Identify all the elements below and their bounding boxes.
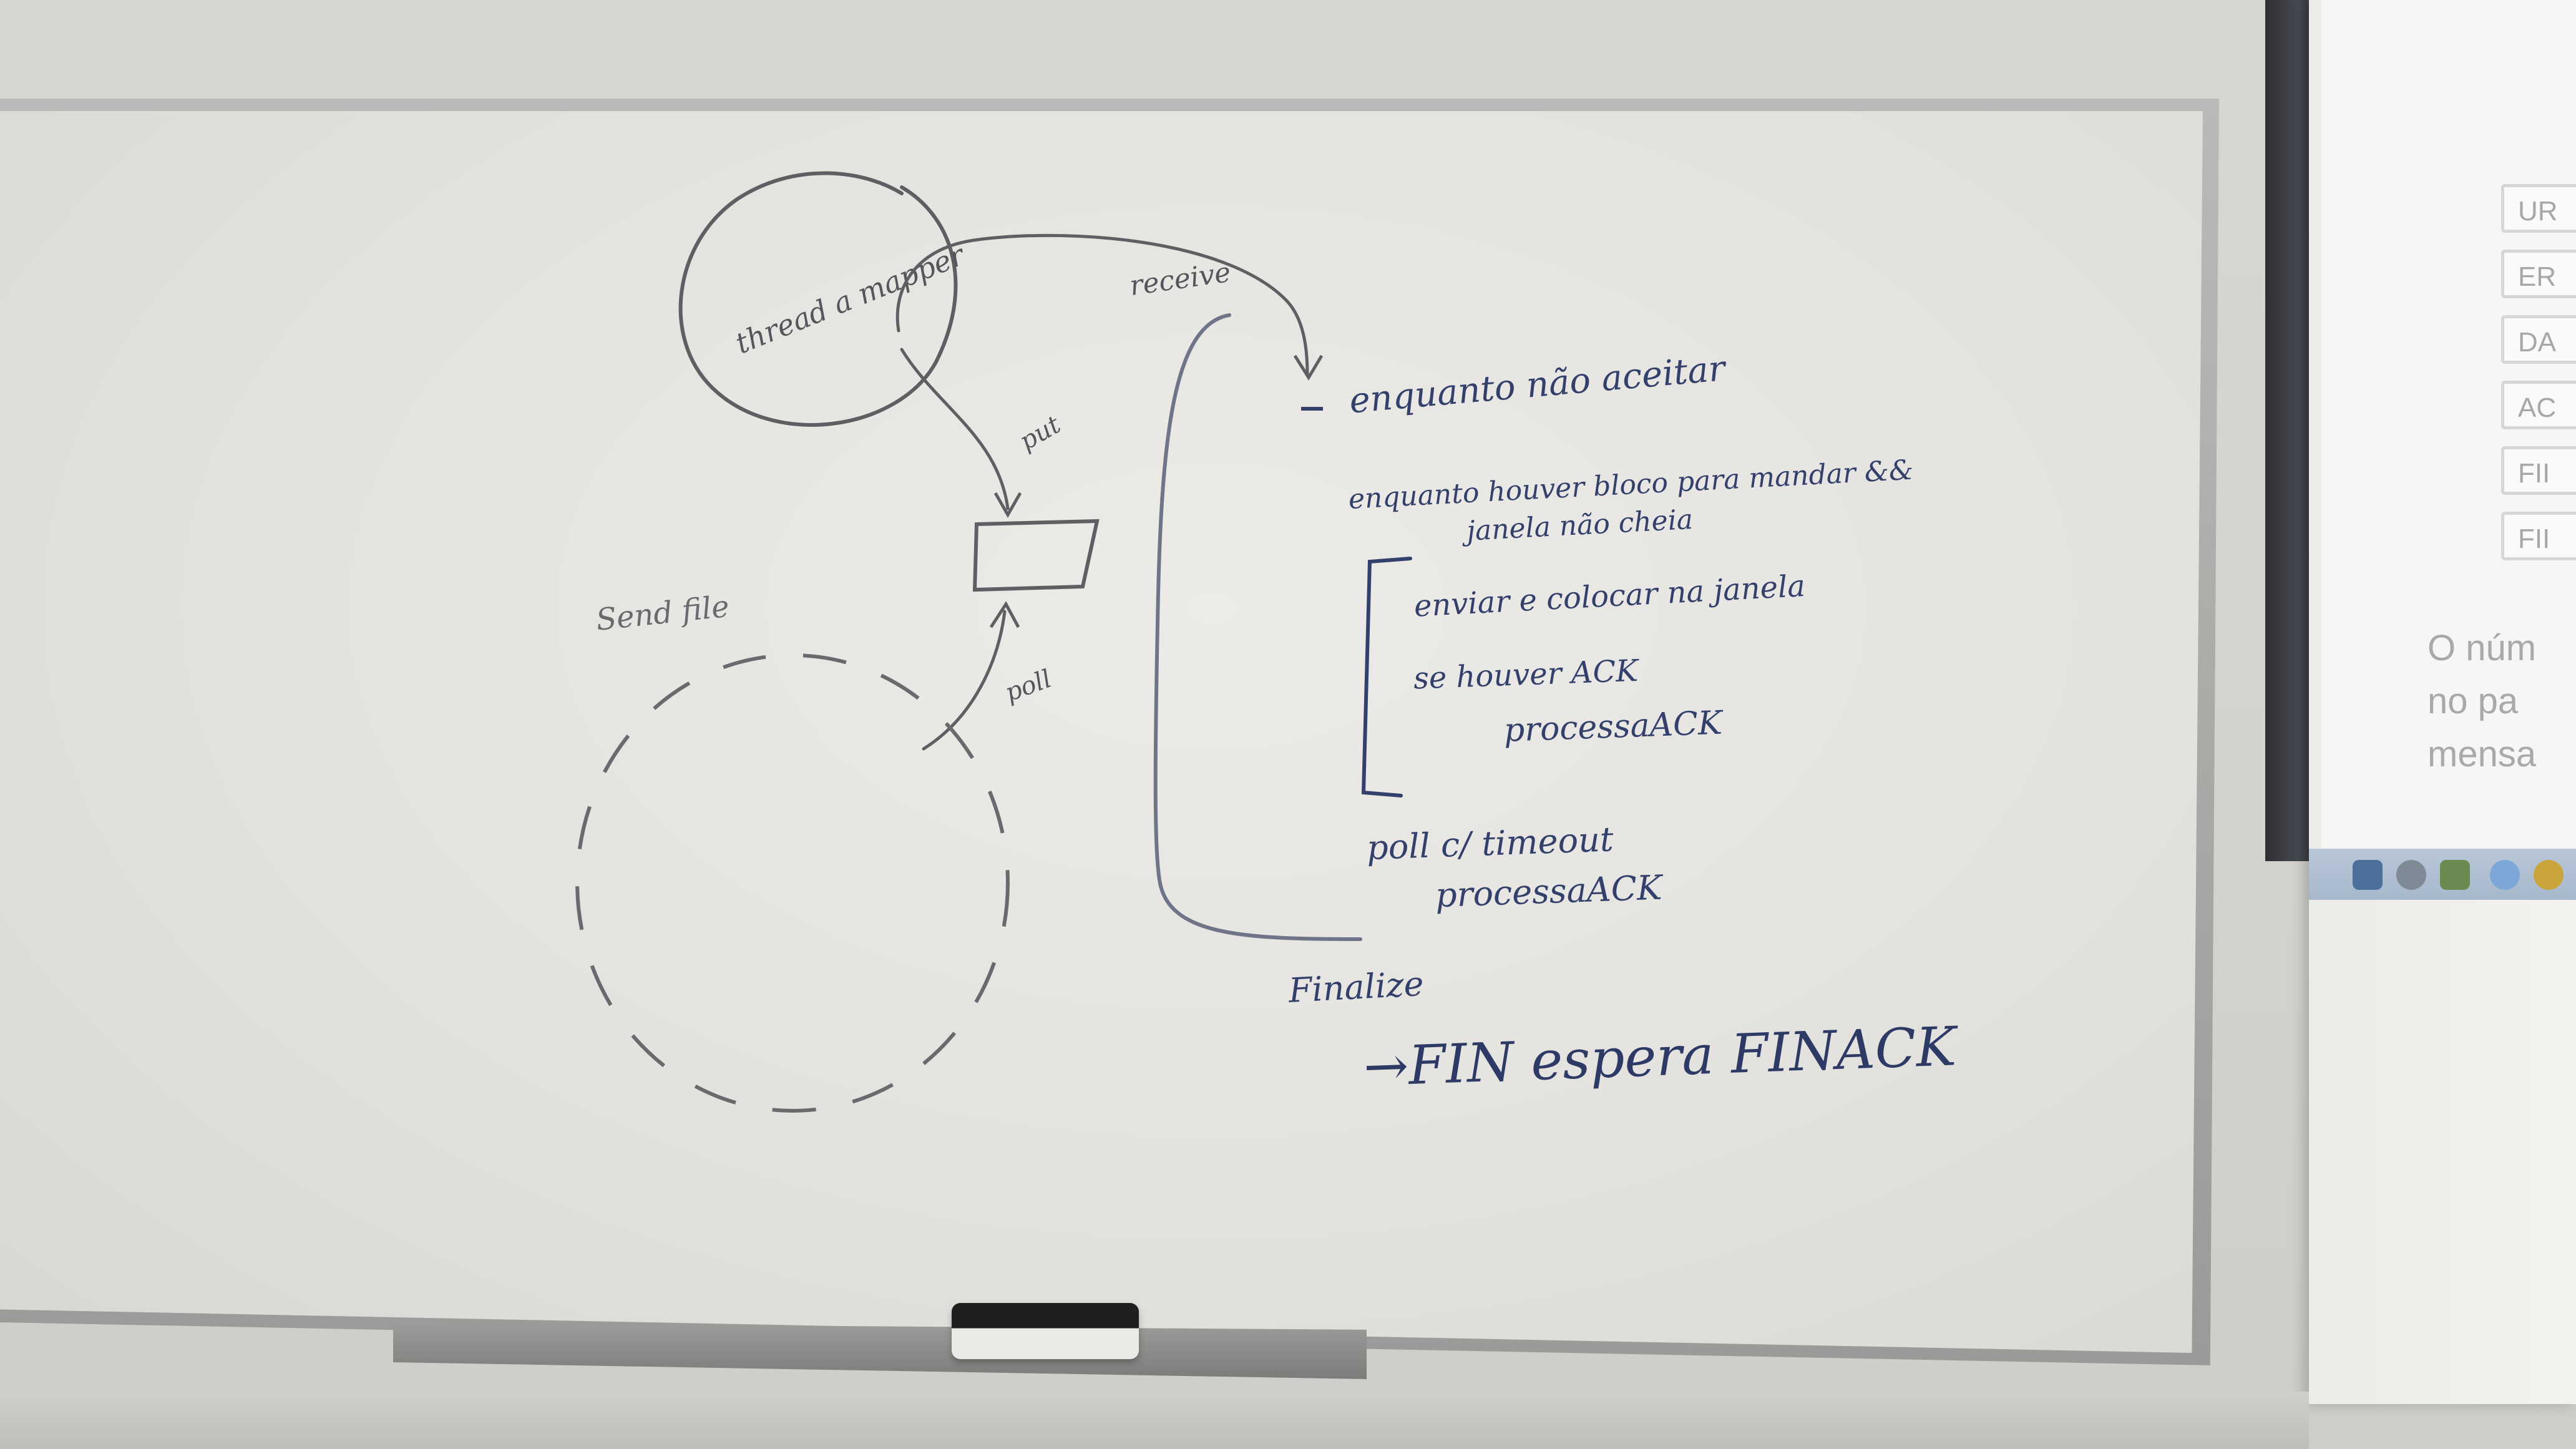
poll-label: poll [1002, 665, 1055, 708]
projected-field-2: ER [2501, 250, 2576, 298]
finalize-label: Finalize [1287, 964, 1425, 1010]
put-arrowhead [993, 492, 1022, 519]
taskbar-app-icon [2396, 860, 2426, 890]
receive-arrow [895, 233, 1309, 376]
projected-field-3: DA [2501, 315, 2576, 364]
thread-label: thread a mapper [731, 237, 971, 360]
ack-check-text: se houver ACK [1413, 653, 1641, 696]
send-file-circle [575, 653, 1010, 1113]
send-step-text: enviar e colocar na janela [1413, 568, 1807, 624]
loop-bracket [1153, 313, 1362, 941]
loop-title: enquanto não aceitar [1348, 348, 1729, 422]
projected-field-1: UR [2501, 184, 2576, 233]
taskbar-browser-icon [2490, 860, 2520, 890]
inner-loop-cont-text: janela não cheia [1460, 504, 1694, 547]
taskbar-chrome-icon [2534, 860, 2564, 890]
whiteboard-surface [0, 111, 2203, 1353]
receive-arrowhead [1293, 354, 1324, 381]
eraser [952, 1303, 1139, 1359]
send-file-label: Send file [594, 589, 731, 638]
projected-text-line-2: no pa [2427, 681, 2519, 721]
process-ack-text: processaACK [1503, 705, 1725, 749]
taskbar-folder-icon [2353, 860, 2383, 890]
put-label: put [1015, 410, 1066, 456]
process-ack-2-text: processaACK [1435, 867, 1664, 915]
projected-text-line-1: O núm [2427, 628, 2537, 668]
projected-field-6: FII [2501, 512, 2576, 560]
buffer-box [972, 519, 1100, 592]
poll-timeout-text: poll c/ timeout [1366, 819, 1614, 867]
wall-rail [0, 1392, 2309, 1449]
taskbar-media-icon [2440, 860, 2470, 890]
inner-bracket [1361, 557, 1412, 798]
put-arrow [900, 348, 1010, 510]
poll-arrowhead [989, 601, 1020, 628]
fin-line: →FIN espera FINACK [1362, 1015, 1960, 1098]
thread-circle [678, 171, 958, 427]
projected-field-5: FII [2501, 446, 2576, 495]
receive-label: receive [1128, 256, 1232, 302]
projected-field-4: AC [2501, 381, 2576, 429]
poll-arrow [922, 610, 1007, 751]
projected-text-line-3: mensa [2427, 734, 2537, 774]
